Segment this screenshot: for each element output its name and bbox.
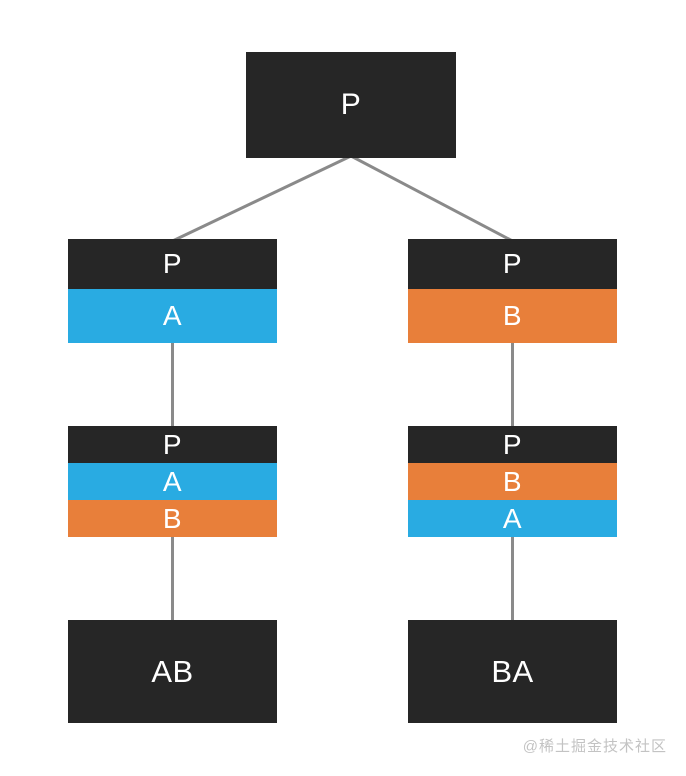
segment-p: P bbox=[68, 239, 277, 289]
segment-label: A bbox=[162, 465, 183, 497]
connector-line-root-right bbox=[350, 154, 514, 243]
segment-label: P bbox=[162, 248, 183, 279]
segment-label: BA bbox=[491, 654, 534, 689]
segment-label: P bbox=[162, 428, 183, 460]
segment-ab: AB bbox=[68, 620, 277, 723]
segment-p: P bbox=[408, 239, 617, 289]
segment-label: B bbox=[502, 465, 523, 497]
segment-label: B bbox=[162, 502, 183, 534]
segment-p: P bbox=[68, 426, 277, 463]
segment-a: A bbox=[68, 463, 277, 500]
segment-label: P bbox=[502, 428, 523, 460]
node-root: P bbox=[246, 52, 456, 158]
segment-b: B bbox=[408, 289, 617, 343]
node-p-b: P B bbox=[408, 239, 617, 343]
segment-label: P bbox=[502, 248, 523, 279]
connector-line-root-left bbox=[171, 154, 352, 243]
segment-label: P bbox=[340, 88, 362, 121]
segment-label: B bbox=[502, 300, 523, 331]
segment-b: B bbox=[408, 463, 617, 500]
segment-a: A bbox=[408, 500, 617, 537]
segment-label: AB bbox=[151, 654, 194, 689]
node-leaf-ab: AB bbox=[68, 620, 277, 723]
segment-label: A bbox=[502, 502, 523, 534]
segment-ba: BA bbox=[408, 620, 617, 723]
segment-p: P bbox=[246, 52, 456, 158]
segment-p: P bbox=[408, 426, 617, 463]
node-leaf-ba: BA bbox=[408, 620, 617, 723]
watermark: @稀土掘金技术社区 bbox=[522, 738, 667, 755]
node-p-a: P A bbox=[68, 239, 277, 343]
segment-label: A bbox=[162, 300, 183, 331]
node-p-a-b: P A B bbox=[68, 426, 277, 537]
segment-b: B bbox=[68, 500, 277, 537]
segment-a: A bbox=[68, 289, 277, 343]
node-p-b-a: P B A bbox=[408, 426, 617, 537]
